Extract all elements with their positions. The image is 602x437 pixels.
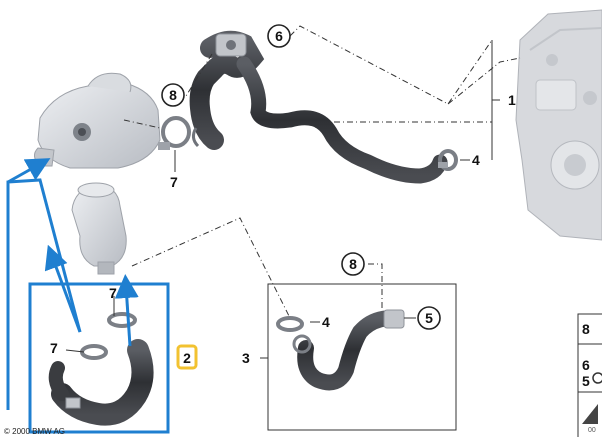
bracket-lines (65, 40, 500, 359)
legend-warning-icon (582, 404, 598, 424)
label-4-upper: 4 (472, 152, 480, 168)
thermostat (71, 182, 127, 275)
clamp-4-upper (438, 149, 458, 171)
group-3-frame (267, 283, 457, 431)
label-2: 2 (183, 350, 191, 366)
water-pump (34, 72, 161, 169)
label-3: 3 (242, 350, 250, 366)
legend-row-6: 6 (582, 357, 590, 373)
callout-5-text: 5 (425, 310, 433, 326)
callout-8-lower-text: 8 (349, 256, 357, 272)
label-2-highlight: 2 (176, 344, 198, 370)
label-7-lower: 7 (50, 340, 58, 356)
engine-block (515, 9, 602, 241)
legend-panel: 8 6 5 (577, 313, 602, 437)
copyright-text: © 2000 BMW AG (4, 427, 66, 436)
diagram-code: 00 (588, 427, 596, 434)
clamp-upper (158, 116, 191, 150)
callout-6-text: 6 (275, 28, 283, 44)
highlight-frame (28, 282, 170, 434)
upper-hose (189, 30, 448, 184)
highlight-arrow-pump (6, 178, 82, 410)
callout-8-top-text: 8 (169, 87, 177, 103)
label-7-upper: 7 (170, 174, 178, 190)
callout-5: 5 (417, 306, 441, 330)
callout-6: 6 (267, 24, 291, 48)
legend-row-5: 5 (582, 373, 590, 389)
label-4-lower: 4 (322, 314, 330, 330)
callout-8-lower: 8 (341, 252, 365, 276)
highlight-arrow-thermostat (114, 274, 139, 347)
blue-highlight (6, 158, 170, 434)
lower-hose-right (276, 309, 405, 391)
legend-row-8: 8 (582, 321, 590, 337)
label-7-middle: 7 (109, 285, 117, 301)
label-1: 1 (508, 92, 516, 108)
callout-8-top: 8 (161, 83, 185, 107)
legend-seal-icon (592, 372, 602, 384)
leader-lines (123, 25, 521, 319)
